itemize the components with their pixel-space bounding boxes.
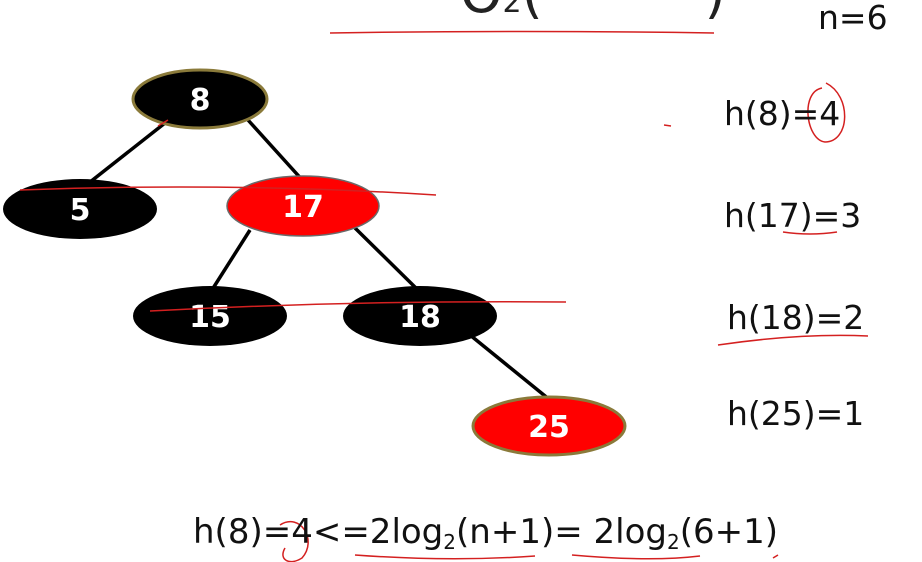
tree-node-8: 8 — [131, 68, 269, 130]
annotation-underline-formula-2 — [571, 554, 701, 560]
formula-subscript-1: 2 — [443, 530, 457, 554]
annotation-circle-height-4 — [807, 82, 846, 143]
annotation-line-level-3 — [149, 300, 567, 312]
edge-17-15 — [208, 229, 252, 294]
node-label-5: 5 — [70, 193, 91, 228]
tree-node-5: 5 — [3, 179, 157, 239]
tree-node-25: 25 — [471, 395, 627, 457]
edge-8-5 — [83, 121, 167, 188]
height-bound-formula: h(8)=4<=2log2(n+1)= 2log2(6+1) — [193, 512, 778, 554]
node-label-15: 15 — [189, 300, 231, 335]
annotation-tick-1 — [157, 119, 169, 127]
edge-8-17 — [246, 118, 307, 185]
annotation-circle-formula — [279, 520, 309, 562]
annotation-underline-top — [329, 30, 715, 34]
formula-part-3: (6+1) — [679, 512, 778, 552]
annotation-underline-h17 — [782, 231, 838, 235]
formula-part-1: h(8)=4<=2log — [193, 512, 444, 552]
annotation-tick-formula — [772, 554, 779, 559]
edge-17-18 — [353, 226, 422, 294]
annotation-line-level-2 — [19, 186, 437, 196]
tree-node-18: 18 — [343, 286, 497, 346]
node-label-18: 18 — [399, 300, 441, 335]
annotation-dash-small — [663, 124, 672, 127]
node-label-25: 25 — [528, 410, 570, 445]
height-label-25: h(25)=1 — [727, 394, 865, 433]
height-label-18: h(18)=2 — [727, 298, 865, 337]
node-label-8: 8 — [190, 83, 211, 118]
height-label-17: h(17)=3 — [724, 196, 862, 235]
annotation-underline-h18 — [717, 334, 869, 346]
tree-node-15: 15 — [133, 286, 287, 346]
n-value-label: n=6 — [818, 0, 888, 37]
height-label-8: h(8)=4 — [724, 94, 841, 133]
formula-part-2: (n+1)= 2log — [456, 512, 667, 552]
node-label-17: 17 — [282, 190, 324, 225]
annotation-underline-formula-1 — [354, 554, 536, 560]
tree-node-17: 17 — [226, 175, 380, 237]
formula-subscript-2: 2 — [666, 530, 680, 554]
cut-off-formula-fragment: O2( ) — [460, 0, 726, 25]
edge-18-25 — [468, 333, 552, 402]
